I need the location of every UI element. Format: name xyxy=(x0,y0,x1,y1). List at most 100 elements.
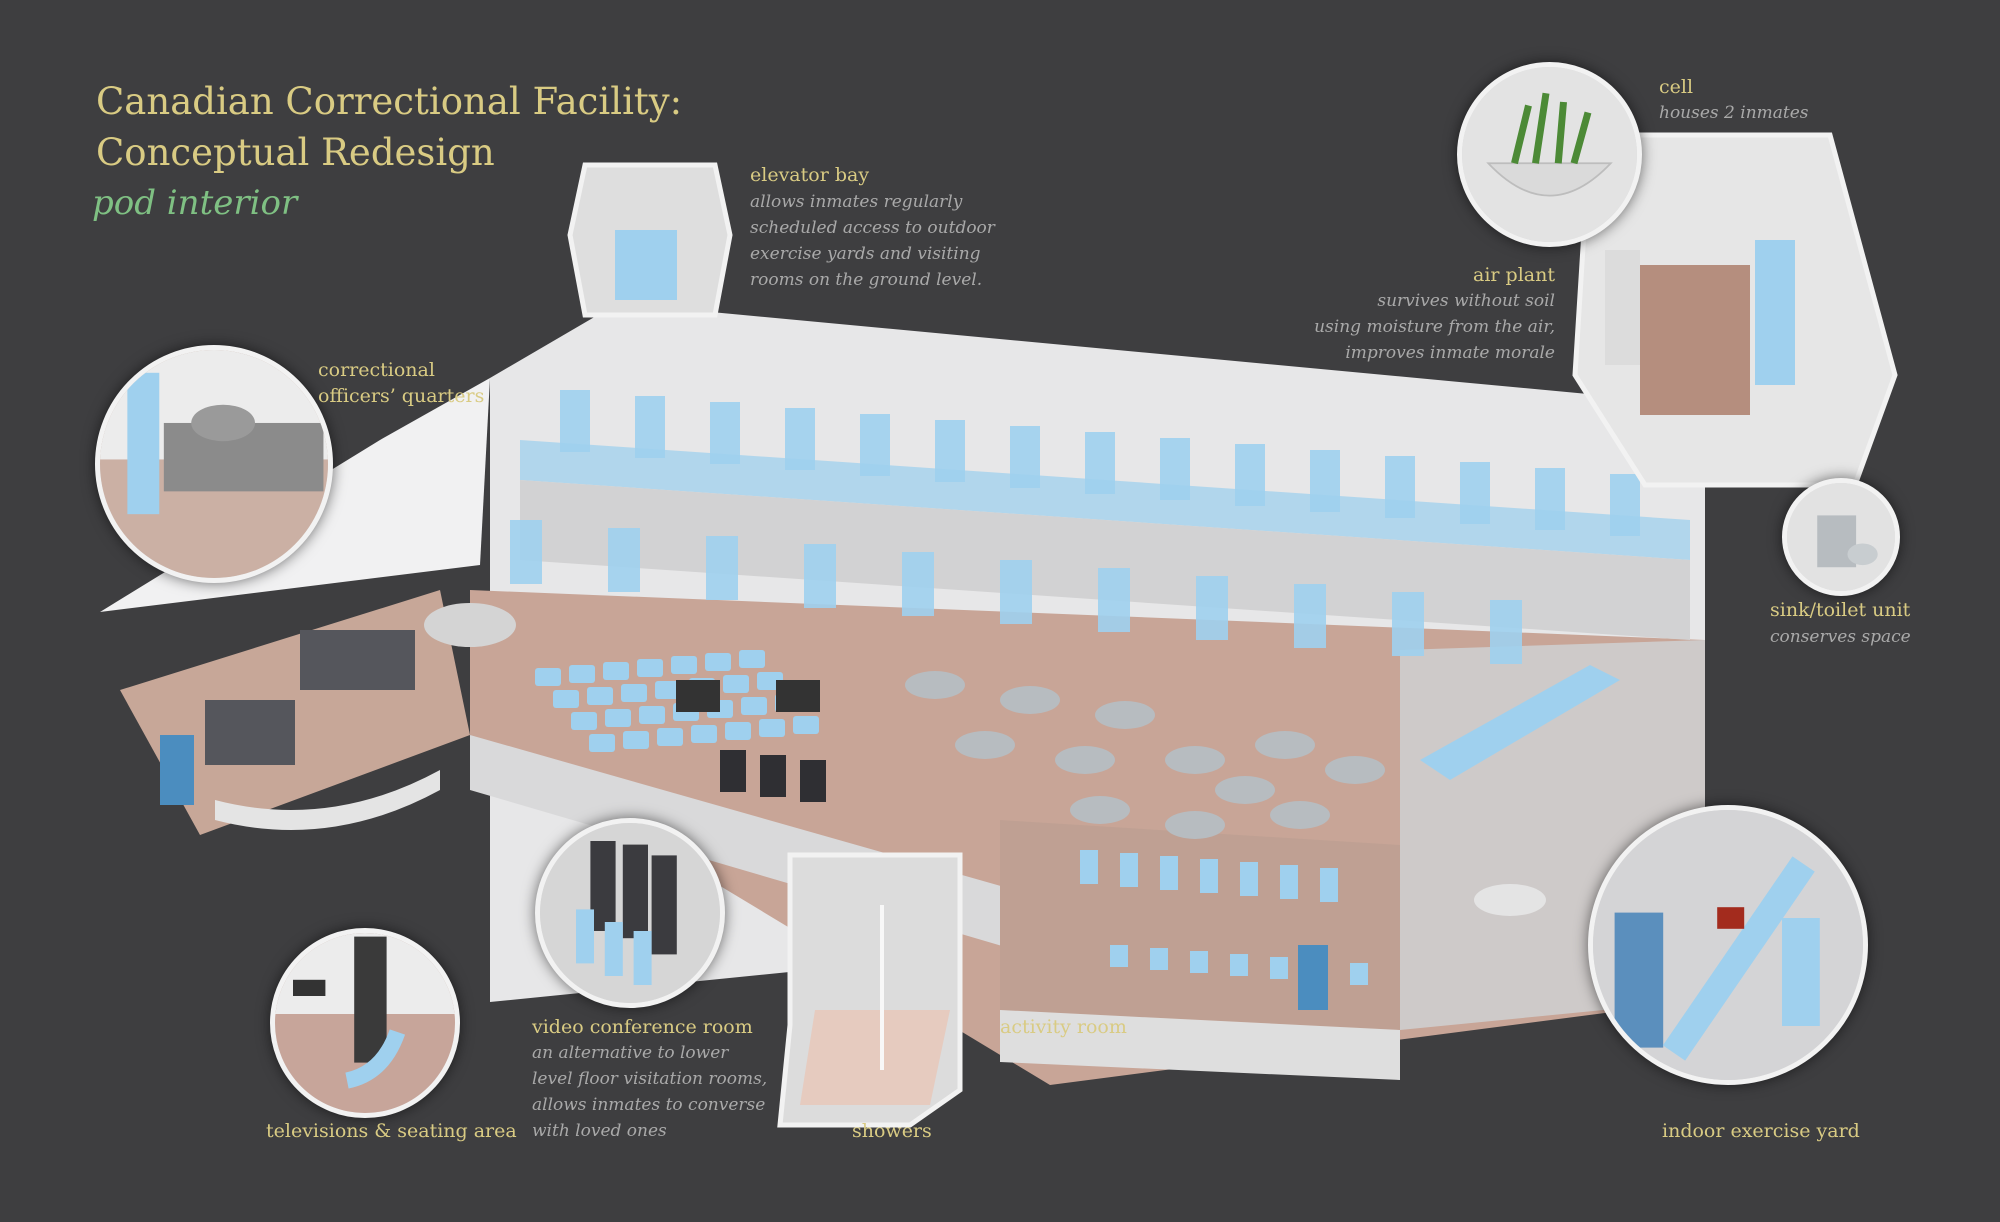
desc-line: an alternative to lower xyxy=(532,1043,729,1063)
lower-cell-door xyxy=(1490,600,1522,664)
video-booth-2 xyxy=(760,755,786,797)
air-plant-icon xyxy=(1462,67,1637,242)
shower-floor xyxy=(800,1010,950,1105)
activity-chair xyxy=(1150,948,1168,970)
dining-table xyxy=(1165,746,1225,774)
exercise-yard-icon xyxy=(1593,810,1863,1080)
title-line-1: Canadian Correctional Facility: xyxy=(96,80,683,123)
label-officers-quarters: correctional officers’ quarters xyxy=(318,357,484,409)
activity-chair xyxy=(1350,963,1368,985)
upper-cell-door xyxy=(1310,450,1340,512)
desc-cell: houses 2 inmates xyxy=(1659,103,1809,123)
tv-chair xyxy=(691,725,717,743)
dining-table xyxy=(1270,801,1330,829)
tv-chair xyxy=(605,709,631,727)
upper-cell-door xyxy=(1460,462,1490,524)
dining-table xyxy=(1095,701,1155,729)
lower-cell-doors xyxy=(510,520,1522,664)
cell-floor xyxy=(1640,265,1750,415)
activity-chair xyxy=(1280,865,1298,899)
upper-cell-door xyxy=(1610,474,1640,536)
desc-line: scheduled access to outdoor xyxy=(750,218,995,238)
desc-line: with loved ones xyxy=(532,1121,667,1141)
sink-toilet-detail xyxy=(1782,478,1900,596)
tv-seating-chairs xyxy=(535,650,819,752)
tv-screen-2 xyxy=(776,680,820,712)
tv-chair xyxy=(637,659,663,677)
activity-floor xyxy=(1000,820,1400,1030)
officers-quarters-icon xyxy=(100,350,328,578)
video-conference-icon xyxy=(540,823,720,1003)
activity-chair xyxy=(1270,957,1288,979)
tv-chair xyxy=(535,668,561,686)
video-conference-detail xyxy=(535,818,725,1008)
staircase xyxy=(1420,665,1620,780)
diagram-subtitle: pod interior xyxy=(92,183,298,223)
desc-line: allows inmates to converse xyxy=(532,1095,766,1115)
video-booth-3 xyxy=(800,760,826,802)
tv-chair xyxy=(553,690,579,708)
desc-elevator-bay: allows inmates regularly scheduled acces… xyxy=(750,189,995,293)
elevator-door xyxy=(615,230,677,300)
lower-cell-door xyxy=(804,544,836,608)
upper-cell-door xyxy=(1535,468,1565,530)
video-booth-1 xyxy=(720,750,746,792)
lower-cell-door xyxy=(1294,584,1326,648)
sink-toilet-icon xyxy=(1787,483,1895,591)
dining-table xyxy=(1165,811,1225,839)
dining-table xyxy=(1255,731,1315,759)
activity-chair xyxy=(1160,856,1178,890)
tv-seating-icon xyxy=(275,933,455,1113)
tv-seating-detail xyxy=(270,928,460,1118)
lower-cell-door xyxy=(706,536,738,600)
desc-line: exercise yards and visiting xyxy=(750,244,981,264)
activity-door xyxy=(1298,945,1328,1010)
label-sink-toilet: sink/toilet unit xyxy=(1770,599,1911,621)
dining-table xyxy=(1000,686,1060,714)
upper-cell-door xyxy=(785,408,815,470)
activity-chair xyxy=(1200,859,1218,893)
label-cell: cell xyxy=(1659,76,1694,98)
desc-video-conference: an alternative to lower level floor visi… xyxy=(532,1040,767,1144)
desc-line: allows inmates regularly xyxy=(750,192,963,212)
officer-lockers xyxy=(300,630,415,690)
upper-cell-door xyxy=(935,420,965,482)
cell-bed xyxy=(1755,240,1795,385)
upper-cell-door xyxy=(560,390,590,452)
dining-table xyxy=(1055,746,1115,774)
upper-cell-door xyxy=(1160,438,1190,500)
cell-desk xyxy=(1605,250,1640,365)
upper-cell-door xyxy=(635,396,665,458)
tv-chair xyxy=(759,719,785,737)
label-air-plant: air plant xyxy=(1473,264,1555,286)
lower-cell-door xyxy=(1000,560,1032,624)
tv-chair xyxy=(621,684,647,702)
tv-chair xyxy=(603,662,629,680)
tv-chair xyxy=(589,734,615,752)
tv-chair xyxy=(569,665,595,683)
upper-cell-door xyxy=(710,402,740,464)
label-exercise-yard: indoor exercise yard xyxy=(1662,1120,1860,1142)
round-pad xyxy=(424,603,516,647)
tv-chair xyxy=(705,653,731,671)
officers-quarters-detail xyxy=(95,345,333,583)
upper-cell-door xyxy=(1010,426,1040,488)
tv-chair xyxy=(655,681,681,699)
label-tv-seating: televisions & seating area xyxy=(266,1120,517,1142)
activity-front-wall xyxy=(1000,1010,1400,1080)
dining-table xyxy=(1070,796,1130,824)
desc-line: level floor visitation rooms, xyxy=(532,1069,768,1089)
air-plant-detail xyxy=(1457,62,1642,247)
upper-cell-door xyxy=(860,414,890,476)
activity-chair xyxy=(1080,850,1098,884)
tv-chair xyxy=(571,712,597,730)
dining-tables xyxy=(905,671,1385,839)
activity-room-chairs xyxy=(1080,850,1368,985)
drain xyxy=(1474,884,1546,916)
upper-cell-door xyxy=(1385,456,1415,518)
upper-cell-door xyxy=(1085,432,1115,494)
activity-chair xyxy=(1110,945,1128,967)
tv-chair xyxy=(725,722,751,740)
tv-chair xyxy=(623,731,649,749)
lower-cell-door xyxy=(1196,576,1228,640)
